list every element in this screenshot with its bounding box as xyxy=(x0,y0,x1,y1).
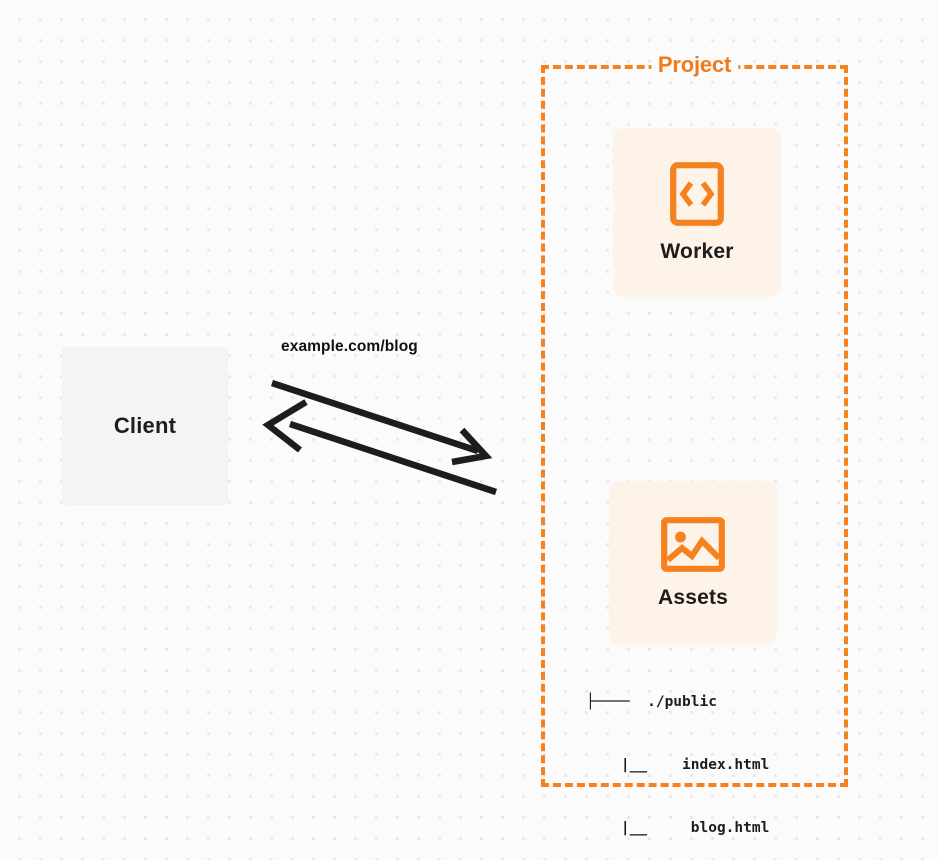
assets-file-tree: ├──── ./public |__ index.html |__ blog.h… xyxy=(586,650,769,860)
project-container: Project xyxy=(541,52,848,787)
code-brackets-icon xyxy=(670,161,724,226)
client-label: Client xyxy=(113,413,177,438)
tree-row: ├──── ./public xyxy=(586,694,717,710)
worker-card[interactable]: Worker xyxy=(613,128,781,297)
assets-label: Assets xyxy=(657,585,729,609)
tree-row: |__ index.html xyxy=(586,757,770,773)
project-title: Project xyxy=(650,52,739,78)
request-arrow xyxy=(270,379,493,466)
assets-card[interactable]: Assets xyxy=(609,481,777,645)
request-url-label: example.com/blog xyxy=(281,338,418,355)
image-icon xyxy=(661,516,725,572)
client-node: Client xyxy=(62,347,228,505)
worker-label: Worker xyxy=(660,239,734,263)
response-arrow xyxy=(262,399,498,496)
tree-row: |__ blog.html xyxy=(586,820,770,836)
connection-arrows xyxy=(262,379,498,496)
